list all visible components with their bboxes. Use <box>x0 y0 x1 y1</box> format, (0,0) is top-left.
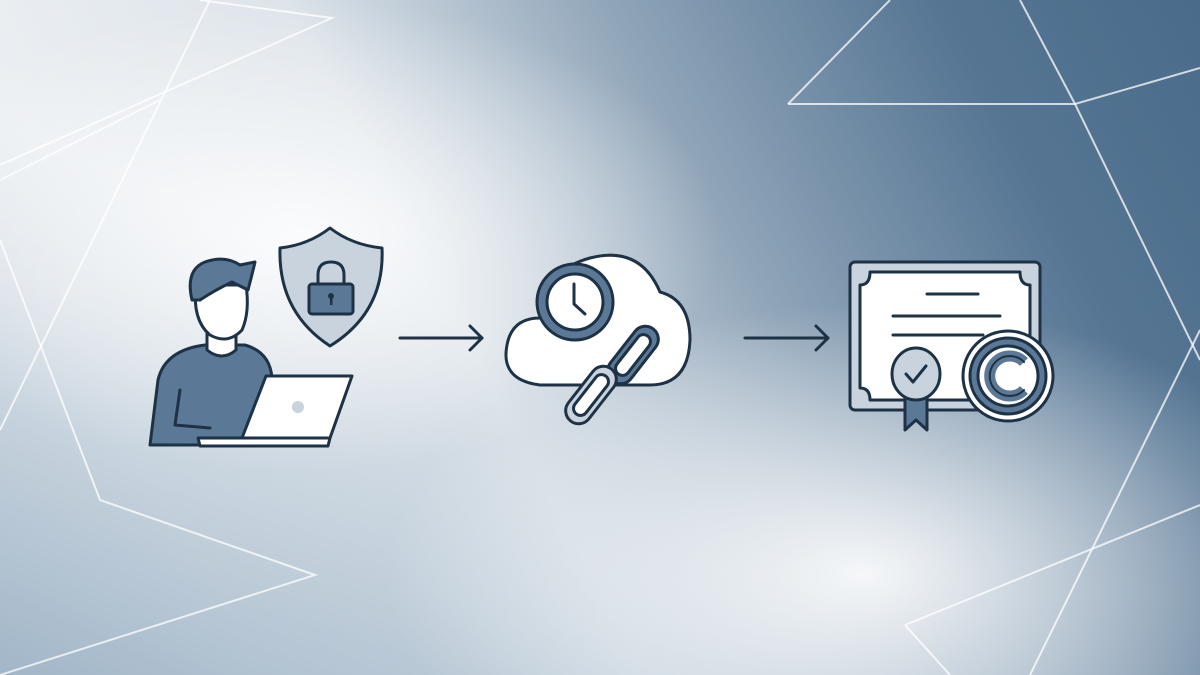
arrow-right-icon <box>398 324 484 352</box>
clock-icon <box>535 262 615 342</box>
laptop-icon <box>196 374 354 448</box>
seal-check-badge-icon <box>890 346 942 432</box>
arrow-right-icon <box>743 324 830 352</box>
copyright-icon <box>961 329 1055 423</box>
person-icon <box>148 257 277 447</box>
shield-lock-icon <box>278 226 384 348</box>
link-chain-icon <box>564 324 660 426</box>
